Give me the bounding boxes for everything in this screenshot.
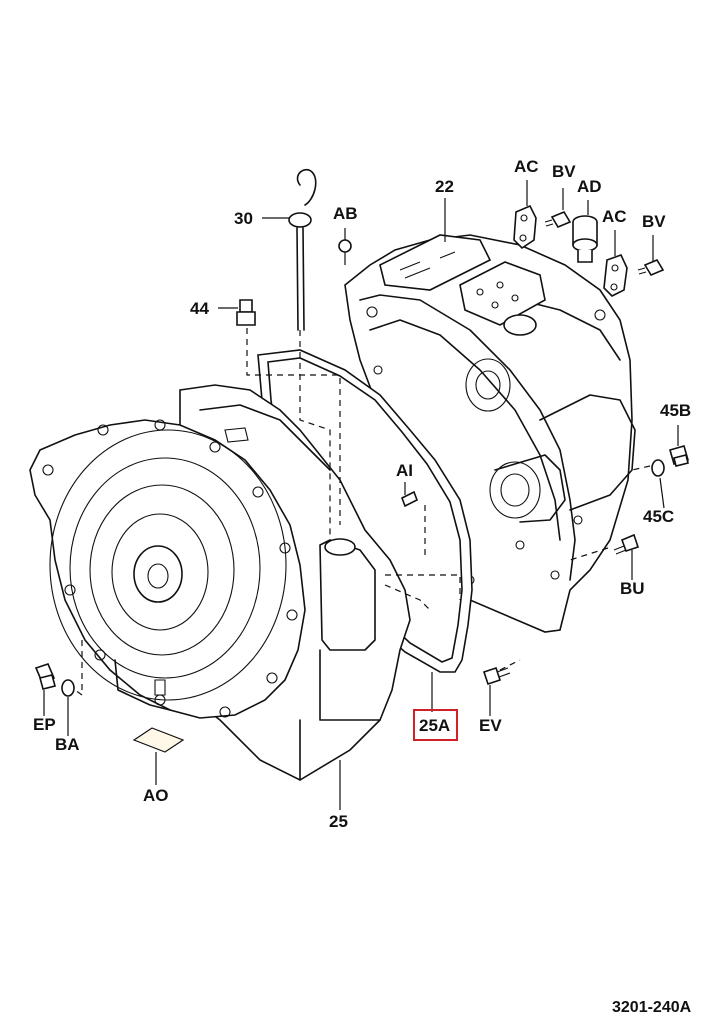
callout-AB[interactable]: AB [333,204,358,223]
callout-44[interactable]: 44 [190,299,209,318]
bracket-AC-2 [603,254,628,297]
breather-44 [236,299,256,326]
callout-BU[interactable]: BU [620,579,645,598]
leader-lines [43,180,679,810]
callout-45B[interactable]: 45B [660,401,692,420]
sensor-AD [572,215,598,263]
callout-AO[interactable]: AO [143,786,169,805]
highlight-box-25A [413,709,458,741]
bolt-EV [482,666,511,686]
bolt-BV-1 [544,210,572,229]
pin-AI [400,490,419,508]
callout-45C[interactable]: 45C [643,507,675,526]
bolt-BV-2 [637,258,665,277]
plug-45B [669,445,689,467]
callout-BV-2[interactable]: BV [642,212,666,231]
oring-AB [338,239,352,253]
callout-AC-2[interactable]: AC [602,207,627,226]
dipstick-30 [288,168,317,331]
rear-housing-22 [344,234,636,633]
callout-AD[interactable]: AD [577,177,602,196]
callout-EP[interactable]: EP [33,715,56,734]
callout-BV-1[interactable]: BV [552,162,576,181]
washer-BA [61,679,75,697]
bracket-AC-1 [513,204,537,250]
figure-code: 3201-240A [612,999,692,1016]
callout-BA[interactable]: BA [55,735,80,754]
bolt-BU [613,533,640,555]
callout-AC-1[interactable]: AC [514,157,539,176]
washer-45C [651,459,665,477]
callout-AI[interactable]: AI [396,461,413,480]
callout-EV[interactable]: EV [479,716,502,735]
callout-25A[interactable]: 25A [419,716,451,735]
callout-22[interactable]: 22 [435,177,454,196]
plug-EP [34,663,56,690]
front-housing-25 [29,384,411,781]
callout-25[interactable]: 25 [329,812,348,831]
callout-30[interactable]: 30 [234,209,253,228]
plate-AO [132,727,185,753]
